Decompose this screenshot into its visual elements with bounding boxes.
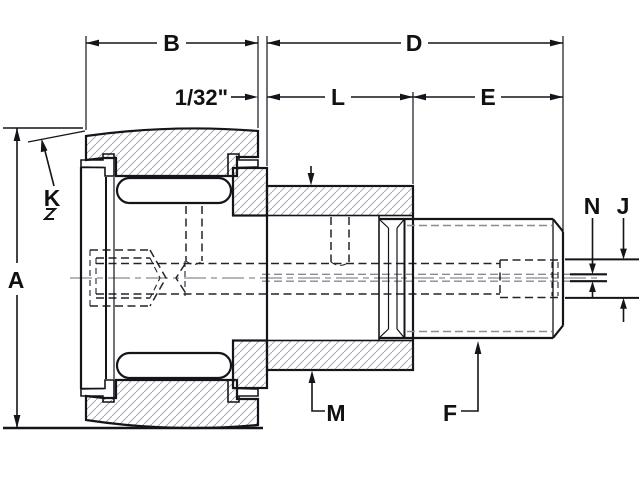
dimension-F: F bbox=[443, 341, 482, 426]
n-extension-lines bbox=[570, 273, 607, 283]
dimension-E: E bbox=[413, 84, 563, 110]
stud-head-group bbox=[79, 166, 269, 390]
dimension-A: A bbox=[3, 127, 263, 430]
dim-label-f: F bbox=[443, 400, 457, 426]
dim-label-k: K bbox=[44, 185, 61, 211]
seals-group bbox=[80, 153, 259, 403]
crown-tangent-line bbox=[27, 130, 86, 143]
dimension-D: D bbox=[266, 30, 564, 231]
seal-top-right bbox=[227, 153, 259, 177]
dim-label-n: N bbox=[584, 193, 601, 219]
stud-flange-top-section bbox=[231, 166, 269, 217]
needle-roller-bottom bbox=[115, 351, 233, 380]
j-extension-lines bbox=[565, 258, 639, 299]
dim-label-a: A bbox=[8, 267, 25, 293]
threaded-stud-group bbox=[378, 215, 565, 341]
seal-bottom-left bbox=[80, 379, 115, 403]
dim-label-j: J bbox=[617, 193, 630, 219]
dim-label-e: E bbox=[480, 84, 495, 110]
dim-label-l: L bbox=[331, 84, 345, 110]
rollers-group bbox=[115, 176, 233, 380]
k-leader-squiggle bbox=[42, 208, 58, 220]
seal-top-left bbox=[80, 153, 115, 177]
needle-roller-top bbox=[115, 176, 233, 205]
collar-top-section bbox=[266, 185, 414, 217]
dimension-B: B bbox=[85, 30, 259, 130]
centerline-group bbox=[70, 273, 598, 282]
dimension-L: L bbox=[267, 84, 414, 184]
dimension-J: J bbox=[565, 193, 639, 322]
collar-group bbox=[265, 184, 415, 372]
dim-label-d: D bbox=[406, 30, 423, 56]
outer-ring-group bbox=[84, 127, 260, 430]
dim-label-gap: 1/32" bbox=[175, 85, 228, 110]
end-chamfers bbox=[552, 218, 564, 339]
outer-ring-top-section bbox=[84, 127, 260, 178]
dim-label-m: M bbox=[326, 400, 345, 426]
hidden-lines-group bbox=[89, 206, 562, 307]
dimension-K: K bbox=[27, 130, 86, 220]
stud-flange-bottom-section bbox=[231, 339, 269, 390]
dimension-gap: 1/32" bbox=[175, 85, 258, 110]
seal-bottom-right bbox=[227, 379, 259, 403]
collar-bottom-section bbox=[266, 339, 414, 371]
dim-label-b: B bbox=[163, 30, 180, 56]
dimension-M: M bbox=[307, 166, 346, 426]
